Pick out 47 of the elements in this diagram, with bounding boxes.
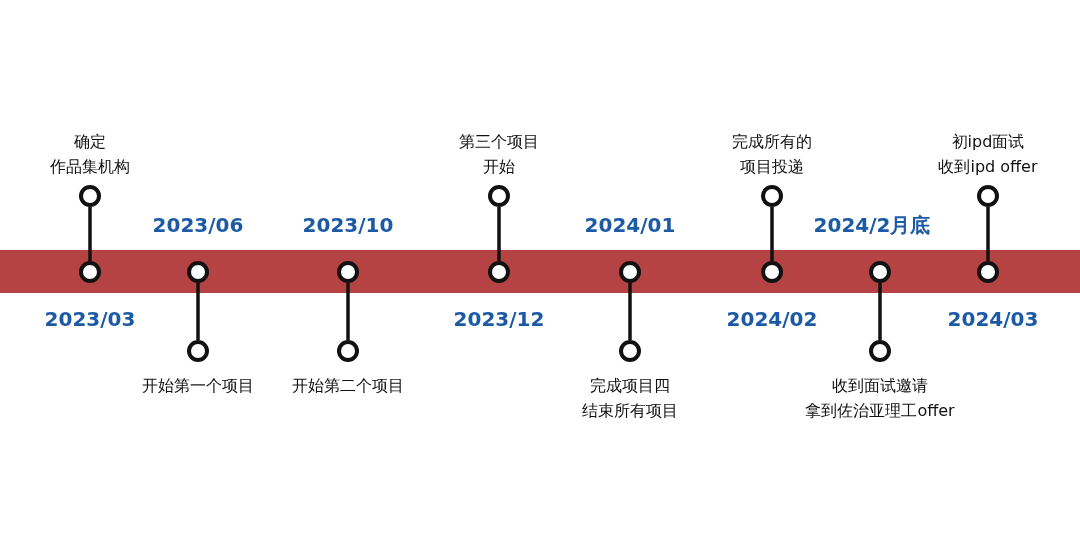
connector-line <box>770 207 774 261</box>
connector-line <box>986 207 990 261</box>
timeline-marker <box>488 261 510 283</box>
event-label: 收到ipd offer <box>938 157 1038 177</box>
date-label: 2023/03 <box>44 307 136 331</box>
timeline-marker <box>977 261 999 283</box>
date-label: 2023/10 <box>302 213 394 237</box>
event-label: 第三个项目 <box>459 132 539 152</box>
event-label: 作品集机构 <box>50 157 130 177</box>
event-label: 初ipd面试 <box>951 132 1025 152</box>
event-label: 收到面试邀请 <box>832 376 928 396</box>
event-label: 拿到佐治亚理工offer <box>805 401 955 421</box>
event-label: 完成所有的 <box>732 132 812 152</box>
event-label: 开始 <box>483 157 515 177</box>
event-label: 确定 <box>74 132 106 152</box>
date-label: 2024/01 <box>584 213 676 237</box>
event-label: 项目投递 <box>740 157 804 177</box>
timeline-marker <box>761 261 783 283</box>
event-label: 开始第一个项目 <box>142 376 254 396</box>
timeline-marker <box>337 340 359 362</box>
timeline-marker <box>79 261 101 283</box>
date-label: 2024/02 <box>726 307 818 331</box>
connector-line <box>88 207 92 261</box>
event-label: 结束所有项目 <box>582 401 678 421</box>
connector-line <box>497 207 501 261</box>
timeline-marker <box>977 185 999 207</box>
timeline-marker <box>869 261 891 283</box>
timeline-marker <box>187 340 209 362</box>
date-label: 2023/12 <box>453 307 545 331</box>
event-label: 完成项目四 <box>590 376 670 396</box>
connector-line <box>196 283 200 340</box>
timeline-marker <box>761 185 783 207</box>
timeline-marker <box>187 261 209 283</box>
connector-line <box>878 283 882 340</box>
timeline-marker <box>619 261 641 283</box>
timeline-marker <box>488 185 510 207</box>
date-label: 2024/2月底 <box>813 211 931 239</box>
timeline-marker <box>869 340 891 362</box>
timeline-band <box>0 250 1080 293</box>
connector-line <box>346 283 350 340</box>
date-label: 2023/06 <box>152 213 244 237</box>
connector-line <box>628 283 632 340</box>
date-label: 2024/03 <box>947 307 1039 331</box>
timeline-marker <box>337 261 359 283</box>
timeline-marker <box>79 185 101 207</box>
event-label: 开始第二个项目 <box>292 376 404 396</box>
timeline-marker <box>619 340 641 362</box>
